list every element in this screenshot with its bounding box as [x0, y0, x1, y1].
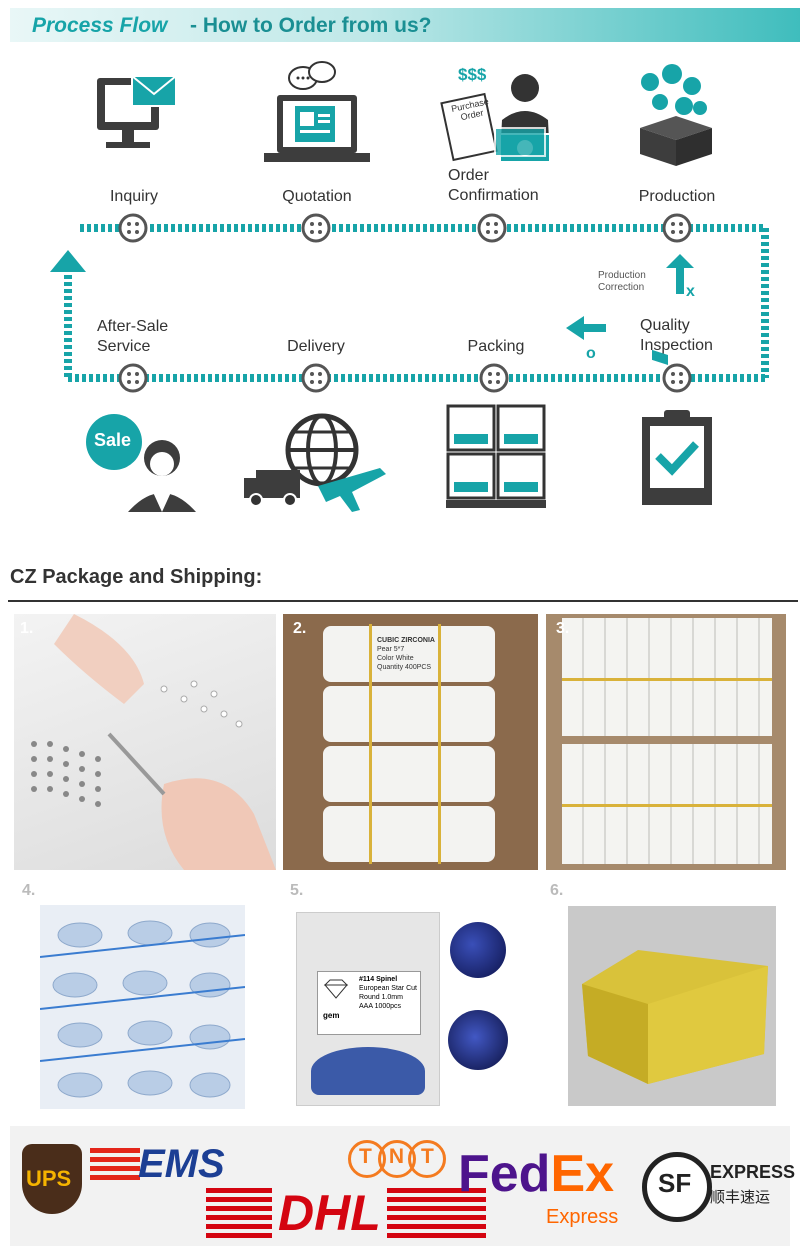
- sorting-stones-illustration: [31, 614, 276, 870]
- gem-box-icon: [640, 64, 712, 366]
- svg-text:x: x: [686, 283, 695, 300]
- production-correction-icon: x: [666, 254, 695, 300]
- photo-spinel-bag: gem #114 Spinel European Star Cut Round …: [296, 912, 440, 1106]
- svg-text:o: o: [586, 345, 596, 362]
- banner-title: Process Flow: [32, 14, 168, 37]
- tnt-text: TNT: [359, 1145, 451, 1168]
- clipboard-check-icon: [642, 410, 712, 505]
- tnt-logo: [348, 1140, 446, 1178]
- customer-service-agent-icon: [86, 414, 196, 512]
- laptop-chat-icon: [264, 61, 370, 162]
- section-divider: [8, 600, 798, 602]
- process-flow-diagram: x o Inquiry Quotation Order Confirmation…: [0, 50, 800, 530]
- step-label-order: Order Confirmation: [448, 167, 539, 204]
- dhl-text: DHL: [272, 1184, 387, 1242]
- spinel-stone-side-view: [448, 1010, 508, 1070]
- photo-number-4: 4.: [22, 882, 36, 899]
- delivery-globe-truck-plane-icon: [244, 413, 386, 512]
- photo-taped-carton: [568, 906, 776, 1106]
- photo-bagged-pears: [40, 905, 245, 1109]
- shipping-carriers-strip: UPS EMS TNT DHL FedEx Express SF EXPRESS…: [10, 1126, 795, 1246]
- photo-number-2: 2.: [293, 620, 307, 637]
- node-packing: [479, 363, 509, 393]
- flow-graphic: x o: [50, 61, 769, 512]
- step-label-inquiry: Inquiry: [109, 188, 159, 205]
- band-bottom: [562, 804, 772, 807]
- spinel-stone-top-view: [450, 922, 506, 978]
- ups-logo: [22, 1144, 82, 1214]
- step-label-quality: Quality Inspection: [640, 317, 713, 354]
- diamond-icon: [321, 979, 351, 999]
- step-label-delivery: Delivery: [287, 338, 345, 355]
- left-arrow-icon: o: [566, 316, 606, 362]
- step-label-after-sale: After-Sale Service: [97, 318, 169, 355]
- step-label-quotation: Quotation: [282, 188, 352, 205]
- photo-number-6: 6.: [550, 882, 564, 899]
- node-delivery: [301, 363, 331, 393]
- bagged-pears-illustration: [40, 920, 245, 1098]
- roll-label: CUBIC ZIRCONIA Pear 5*7 Color White Quan…: [377, 637, 435, 671]
- ems-text: EMS: [138, 1142, 225, 1186]
- sf-chinese-text: 顺丰速运: [710, 1189, 771, 1206]
- roll-3: [323, 746, 495, 802]
- sf-logo-text: SF: [658, 1168, 692, 1198]
- section-title: CZ Package and Shipping:: [10, 566, 263, 588]
- photo-sorting-stones: 1.: [14, 614, 276, 870]
- ups-text: UPS: [26, 1166, 72, 1191]
- roll-2: [323, 686, 495, 742]
- node-after-sale: [118, 363, 148, 393]
- box-layer-top: [562, 618, 772, 736]
- dollar-sign-label: $$$: [458, 65, 487, 84]
- stacked-boxes-icon: [446, 404, 546, 508]
- production-correction-label: Production Correction: [598, 270, 646, 293]
- taped-carton-illustration: [582, 950, 768, 1084]
- node-inquiry: [118, 213, 148, 243]
- photo-box-of-rolls: 3.: [546, 614, 786, 870]
- purchase-order-icon: [440, 74, 551, 163]
- bag-label: [317, 971, 421, 1035]
- node-order: [477, 213, 507, 243]
- ems-stripes: [90, 1148, 140, 1182]
- fedex-fed-text: FedEx: [458, 1145, 615, 1203]
- photo-number-1: 1.: [20, 620, 34, 637]
- bag-label-text: #114 Spinel European Star Cut Round 1.0m…: [359, 976, 417, 1010]
- rubber-bands: [369, 624, 441, 864]
- photo-zirconia-rolls: CUBIC ZIRCONIA Pear 5*7 Color White Quan…: [283, 614, 538, 870]
- node-quotation: [301, 213, 331, 243]
- banner-subtitle: - How to Order from us?: [190, 14, 432, 37]
- node-quality: [662, 363, 692, 393]
- photo-number-5: 5.: [290, 882, 304, 899]
- step-label-production: Production: [638, 188, 716, 205]
- spinel-stones-pile: [311, 1047, 425, 1095]
- step-label-packing: Packing: [467, 338, 525, 355]
- photo-number-3: 3.: [556, 620, 570, 637]
- up-arrow-icon: [50, 250, 86, 272]
- node-production: [662, 213, 692, 243]
- sale-badge-label: Sale: [94, 430, 132, 450]
- roll-1: [323, 626, 495, 682]
- fedex-express-text: Express: [546, 1206, 619, 1228]
- sf-express-text: EXPRESS: [710, 1162, 796, 1182]
- roll-4: [323, 806, 495, 862]
- sf-logo-ring: [642, 1152, 712, 1222]
- band-top: [562, 678, 772, 681]
- process-flow-banner: Process Flow - How to Order from us?: [10, 8, 800, 42]
- computer-mail-icon: [97, 75, 177, 148]
- bag-brand: gem: [323, 1011, 340, 1020]
